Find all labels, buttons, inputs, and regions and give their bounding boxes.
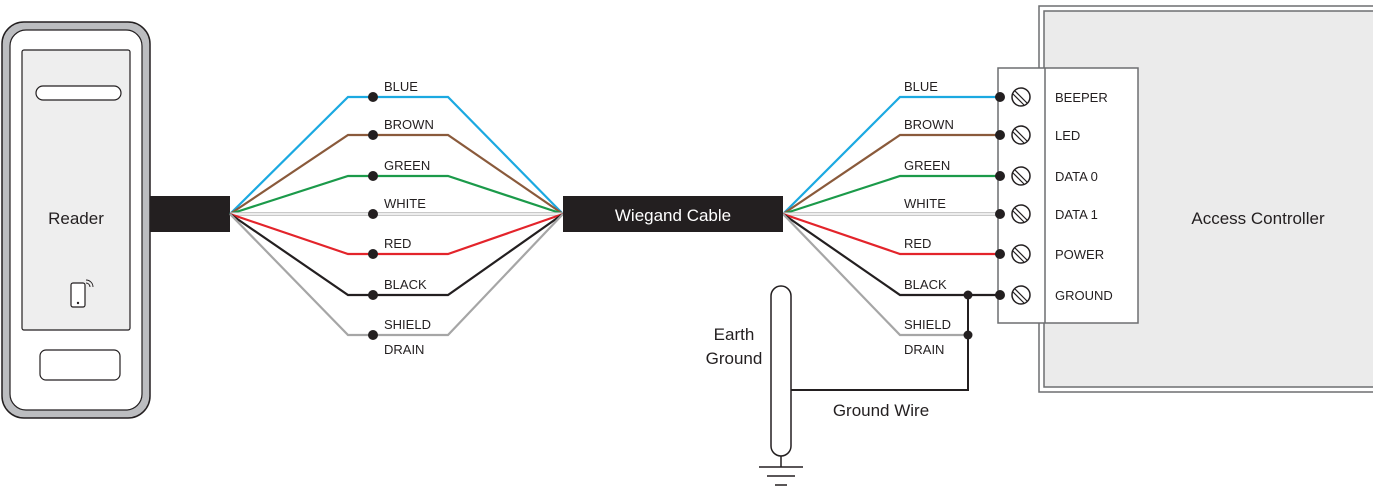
wire-label-left-blue: BLUE	[384, 79, 418, 94]
wire-left-blue	[229, 95, 564, 215]
terminal-label-ground: GROUND	[1055, 288, 1113, 303]
wire-dot-left-brown	[368, 130, 378, 140]
ground-junction-black	[963, 290, 973, 300]
wire-dot-right-blue	[995, 92, 1005, 102]
wires-right-group: BLUE BROWN GREEN WHITE RED BLACK SHIELD DRAIN	[782, 79, 1005, 357]
terminal-screw-icon-ground	[1011, 285, 1031, 305]
earth-ground-rod	[759, 285, 803, 486]
wire-label-right-green: GREEN	[904, 158, 950, 173]
reader-cable-stub	[150, 196, 230, 232]
terminal-label-beeper: BEEPER	[1055, 90, 1108, 105]
terminal-block: BEEPER LED DATA 0 DATA 1 POWER GROUND	[997, 67, 1139, 324]
wire-label-right-white: WHITE	[904, 196, 946, 211]
wire-right-green	[782, 174, 1000, 216]
wire-dot-right-black	[995, 290, 1005, 300]
wire-right-shield	[782, 213, 968, 337]
wire-dot-left-red	[368, 249, 378, 259]
wires-left-group: BLUE BROWN GREEN WHITE RED BLACK SHIELD DRAIN	[229, 79, 564, 357]
reader-slot	[35, 85, 122, 101]
terminal-label-data-1: DATA 1	[1055, 207, 1098, 222]
wire-label-left-red: RED	[384, 236, 411, 251]
wire-label-left-shield: SHIELD	[384, 317, 431, 332]
wire-dot-left-white	[368, 209, 378, 219]
wire-dot-left-green	[368, 171, 378, 181]
wire-right-red	[782, 212, 1000, 256]
wiegand-cable-label: Wiegand Cable	[615, 206, 731, 225]
wire-dot-right-brown	[995, 130, 1005, 140]
reader-device: Reader	[1, 21, 151, 419]
ground-junction-shield	[963, 330, 973, 340]
phone-icon	[70, 279, 94, 308]
terminal-label-data-0: DATA 0	[1055, 169, 1098, 184]
terminal-screw-icon-data-0	[1011, 166, 1031, 186]
reader-label: Reader	[48, 209, 104, 228]
reader-bottom-panel	[39, 349, 121, 381]
access-controller-label: Access Controller	[1191, 209, 1325, 228]
wire-label2-right-shield: DRAIN	[904, 342, 944, 357]
wire-label-left-brown: BROWN	[384, 117, 434, 132]
wire-label-left-white: WHITE	[384, 196, 426, 211]
terminal-label-led: LED	[1055, 128, 1080, 143]
earth-ground-label-line1: Earth	[714, 325, 755, 344]
wire-label-right-shield: SHIELD	[904, 317, 951, 332]
wire-label-left-black: BLACK	[384, 277, 427, 292]
wire-label-right-red: RED	[904, 236, 931, 251]
terminal-screw-icon-power	[1011, 244, 1031, 264]
terminal-screw-icon-data-1	[1011, 204, 1031, 224]
wire-dot-right-green	[995, 171, 1005, 181]
wire-label-right-blue: BLUE	[904, 79, 938, 94]
wire-right-brown	[782, 133, 1000, 215]
terminal-label-power: POWER	[1055, 247, 1104, 262]
wire-dot-left-shield	[368, 330, 378, 340]
ground-wire-label: Ground Wire	[833, 401, 929, 420]
wire-right-blue	[782, 95, 1000, 215]
wire-left-shield	[229, 213, 564, 337]
wiegand-cable: Wiegand Cable	[563, 196, 783, 232]
wire-left-black	[229, 213, 564, 297]
wire-left-brown	[229, 133, 564, 215]
wire-label-left-green: GREEN	[384, 158, 430, 173]
wire-label-right-brown: BROWN	[904, 117, 954, 132]
wire-left-green	[229, 174, 564, 216]
terminal-screw-icon-beeper	[1011, 87, 1031, 107]
earth-ground-label-line2: Ground	[706, 349, 763, 368]
wire-label-right-black: BLACK	[904, 277, 947, 292]
wire-left-red	[229, 212, 564, 256]
wire-dot-left-black	[368, 290, 378, 300]
wire-dot-left-blue	[368, 92, 378, 102]
ground-wire	[791, 335, 969, 391]
wire-dot-right-red	[995, 249, 1005, 259]
wire-label2-left-shield: DRAIN	[384, 342, 424, 357]
wire-dot-right-white	[995, 209, 1005, 219]
terminal-screw-icon-led	[1011, 125, 1031, 145]
